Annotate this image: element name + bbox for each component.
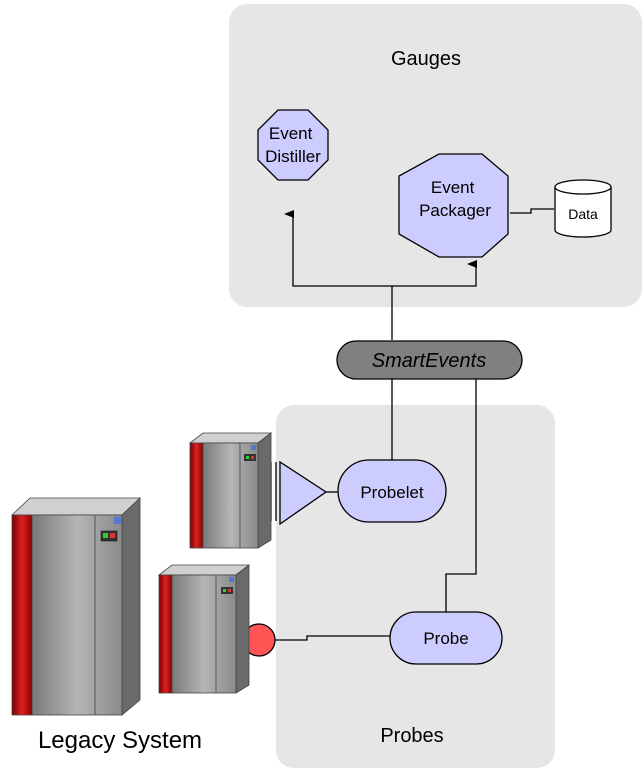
probe-label: Probe (423, 629, 468, 648)
event-distiller-label-2: Distiller (265, 147, 321, 166)
event-packager-label-2: Packager (419, 201, 491, 220)
probes-title: Probes (380, 725, 443, 747)
connector-bus-to-packager (392, 260, 477, 287)
probelet-node[interactable]: Probelet (337, 459, 447, 523)
smart-events-label: SmartEvents (372, 350, 486, 372)
connector-probe-to-packager (445, 378, 477, 612)
data-store[interactable]: Data (554, 179, 612, 238)
event-distiller-label-1: Event (269, 124, 313, 143)
server-icon (188, 432, 273, 549)
server-icon (157, 564, 251, 694)
probe-node[interactable]: Probe (389, 611, 503, 665)
event-distiller-node[interactable]: Event Distiller (257, 109, 329, 181)
legacy-system-label: Legacy System (38, 727, 202, 754)
server-icon (10, 497, 142, 716)
event-packager-label-1: Event (431, 178, 475, 197)
connector-packager-to-data (510, 208, 554, 214)
svg-text:Event Distiller: Event Distiller (265, 124, 321, 166)
data-store-label: Data (568, 206, 598, 222)
event-packager-node[interactable]: Event Packager (398, 153, 509, 258)
svg-text:Event Packager: Event Packager (419, 178, 491, 220)
gauges-title: Gauges (391, 48, 461, 70)
probelet-label: Probelet (360, 483, 424, 502)
smart-events-bus[interactable]: SmartEvents (336, 340, 523, 380)
connectors (275, 208, 554, 641)
connector-dot-to-probe (275, 635, 390, 641)
connector-bus-to-distiller (284, 210, 393, 340)
